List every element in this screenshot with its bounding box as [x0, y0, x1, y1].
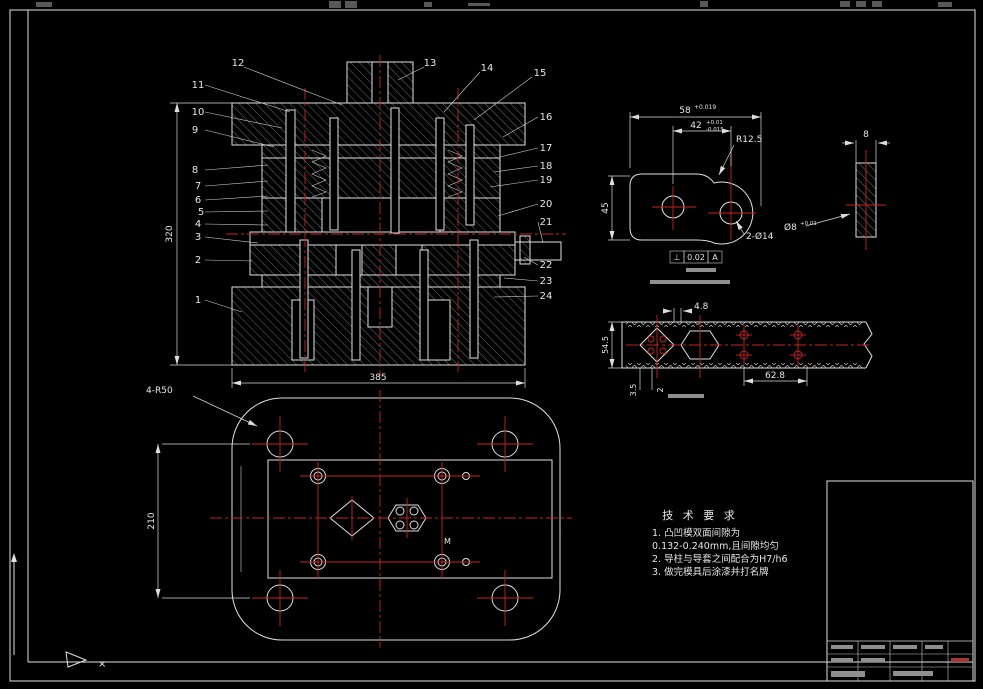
- callout-leaders: [204, 66, 544, 313]
- dim-plan-height: 210: [147, 443, 250, 599]
- callout-3: 3: [195, 232, 201, 243]
- callout-10: 10: [192, 107, 205, 118]
- part-callouts: 11 10 9 8 7 6 5 4 3 2 1 12 13 14 15 16 1…: [192, 58, 553, 313]
- svg-text:54.5: 54.5: [601, 336, 610, 354]
- callout-23: 23: [540, 276, 553, 287]
- tech-req-line: 1. 凸凹模双面间隙为: [652, 527, 740, 539]
- dim-strip-web: 4.8: [663, 302, 709, 322]
- tech-req-line: 0.132-0.240mm,且间隙均匀: [652, 540, 779, 552]
- dim-det-pitch: 42 +0.01 -0.015: [672, 120, 732, 184]
- callout-5: 5: [198, 207, 204, 218]
- svg-text:R12.5: R12.5: [736, 135, 762, 145]
- dim-strip-width: 54.5: [601, 321, 622, 369]
- tech-req-title: 技 术 要 求: [662, 509, 738, 522]
- callout-17: 17: [540, 143, 553, 154]
- dim-plan-radius: 4-R50: [146, 386, 258, 427]
- callout-21: 21: [540, 217, 553, 228]
- spring-left: [311, 149, 327, 198]
- ucs-icon: ×: [11, 553, 106, 670]
- dim-det-hole2: Ø8 +0.01: [784, 213, 851, 233]
- caption-bar: [686, 268, 716, 272]
- dim-det-holes: 2-Ø14: [735, 220, 774, 242]
- callout-15: 15: [534, 68, 547, 79]
- plan-view: M: [210, 390, 572, 648]
- caption-bar: [668, 394, 704, 398]
- svg-text:+0.019: +0.019: [694, 104, 716, 111]
- callout-4: 4: [195, 219, 201, 230]
- callout-22: 22: [540, 260, 553, 271]
- drawing-border: [9, 9, 976, 682]
- corner-hole-centerlines: [252, 416, 533, 626]
- gdt-symbol: ⊥: [674, 253, 681, 262]
- svg-text:+0.01: +0.01: [800, 221, 817, 227]
- svg-text:2-Ø14: 2-Ø14: [746, 231, 774, 242]
- dim-det-radius: R12.5: [718, 135, 762, 176]
- svg-text:62.8: 62.8: [765, 371, 785, 381]
- callout-7: 7: [195, 181, 201, 192]
- callout-11: 11: [192, 80, 205, 91]
- svg-text:3.5: 3.5: [629, 384, 638, 397]
- workpiece-detail-view: 58 +0.019 42 +0.01 -0.015 R12.5 45 2-Ø14: [601, 104, 890, 284]
- toolbar-fragments: [36, 1, 952, 8]
- tech-req-line: 3. 做完模具后涂漆并打名牌: [652, 566, 769, 578]
- callout-18: 18: [540, 161, 553, 172]
- axis-x-mark: ×: [98, 659, 106, 670]
- gdt-frame: ⊥ 0.02 A: [669, 250, 723, 264]
- svg-text:-0.015: -0.015: [706, 127, 724, 133]
- callout-6: 6: [195, 195, 201, 206]
- dim-front-height: 320: [165, 102, 232, 366]
- section-mark: M: [444, 537, 451, 546]
- technical-requirements: 技 术 要 求 1. 凸凹模双面间隙为 0.132-0.240mm,且间隙均匀 …: [652, 509, 788, 578]
- svg-text:2: 2: [656, 387, 665, 392]
- callout-1: 1: [195, 295, 201, 306]
- svg-text:4-R50: 4-R50: [146, 386, 173, 396]
- callout-16: 16: [540, 112, 553, 123]
- svg-text:385: 385: [369, 373, 386, 383]
- callout-14: 14: [481, 63, 494, 74]
- svg-text:210: 210: [147, 512, 157, 529]
- dim-strip-step: 62.8: [743, 368, 808, 386]
- dim-det-len: 58 +0.019: [629, 104, 762, 206]
- svg-text:+0.01: +0.01: [706, 120, 723, 126]
- dim-front-width: 385: [231, 368, 526, 388]
- callout-2: 2: [195, 255, 201, 266]
- callout-20: 20: [540, 199, 553, 210]
- svg-text:Ø8: Ø8: [784, 222, 797, 233]
- spring-right: [447, 149, 463, 198]
- svg-text:45: 45: [601, 202, 611, 213]
- gdt-tolerance: 0.02: [687, 253, 705, 262]
- svg-text:42: 42: [690, 121, 701, 131]
- svg-text:8: 8: [863, 130, 869, 140]
- svg-text:4.8: 4.8: [694, 302, 709, 312]
- tech-req-line: 2. 导柱与导套之间配合为H7/h6: [652, 553, 788, 565]
- callout-19: 19: [540, 175, 553, 186]
- callout-24: 24: [540, 291, 553, 302]
- dim-det-height: 45: [601, 175, 630, 241]
- callout-9: 9: [192, 125, 198, 136]
- front-section-view: [226, 55, 566, 378]
- title-block: [826, 480, 974, 682]
- gdt-datum: A: [712, 253, 718, 262]
- callout-12: 12: [232, 58, 245, 69]
- svg-text:58: 58: [679, 106, 691, 116]
- callout-8: 8: [192, 165, 198, 176]
- dim-strip-margin: 3.5 2: [629, 368, 665, 396]
- strip-layout-view: 4.8 54.5 3.5 2 62.8: [601, 302, 873, 398]
- svg-text:320: 320: [165, 225, 175, 242]
- callout-13: 13: [424, 58, 437, 69]
- caption-bar: [650, 280, 730, 284]
- workpiece-side-view: 8: [842, 130, 890, 250]
